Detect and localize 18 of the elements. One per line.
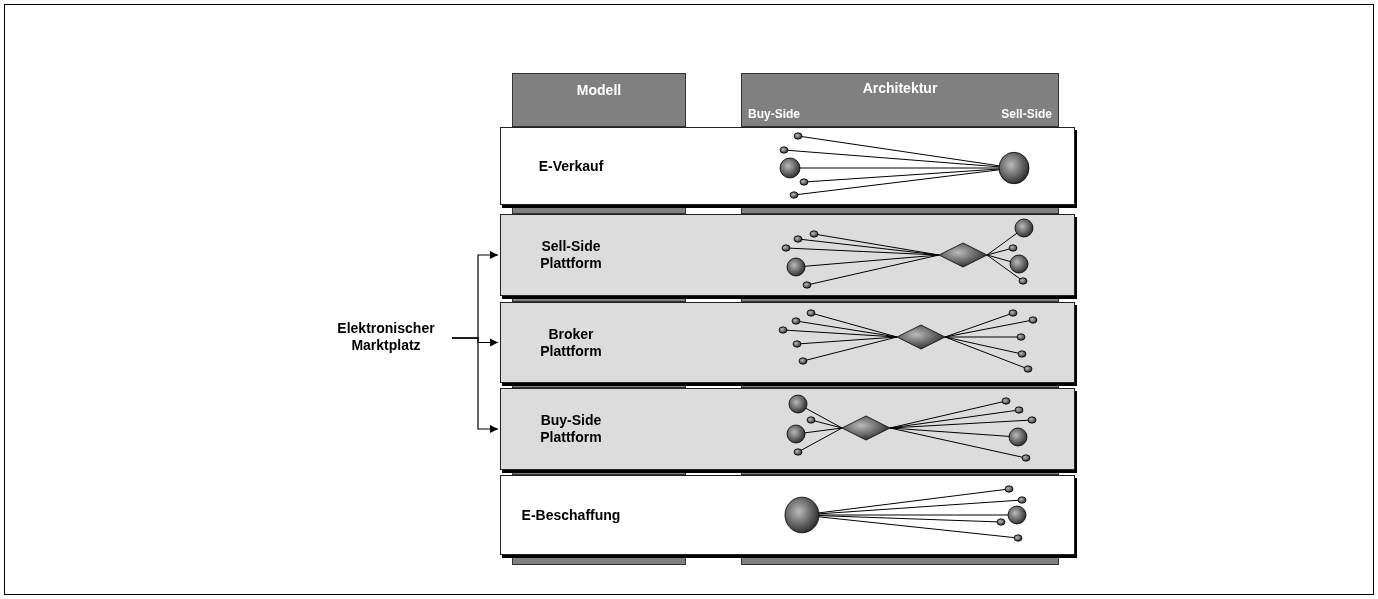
layer-title: E-Verkauf [537, 157, 605, 175]
layer-band [500, 475, 1075, 555]
arrow [451, 337, 499, 434]
layer-title: Sell-Side Plattform [539, 238, 603, 272]
layer-title: E-Beschaffung [521, 506, 621, 524]
layer-title: Broker Plattform [539, 325, 603, 360]
side-label: Buy-Side [748, 106, 800, 123]
column-heading: Architektur [861, 80, 939, 97]
column-heading: Modell [575, 82, 623, 99]
layer-band [500, 302, 1075, 383]
layer-band [500, 214, 1075, 296]
layer-band [500, 127, 1075, 205]
column-header-panel [741, 73, 1059, 127]
side-label: Sell-Side [1001, 106, 1052, 123]
column-header-panel [512, 73, 686, 127]
layer-band [500, 388, 1075, 470]
bracket-label-text: Elektronischer Marktplatz [336, 320, 436, 354]
layer-title: Buy-Side Plattform [539, 412, 603, 446]
